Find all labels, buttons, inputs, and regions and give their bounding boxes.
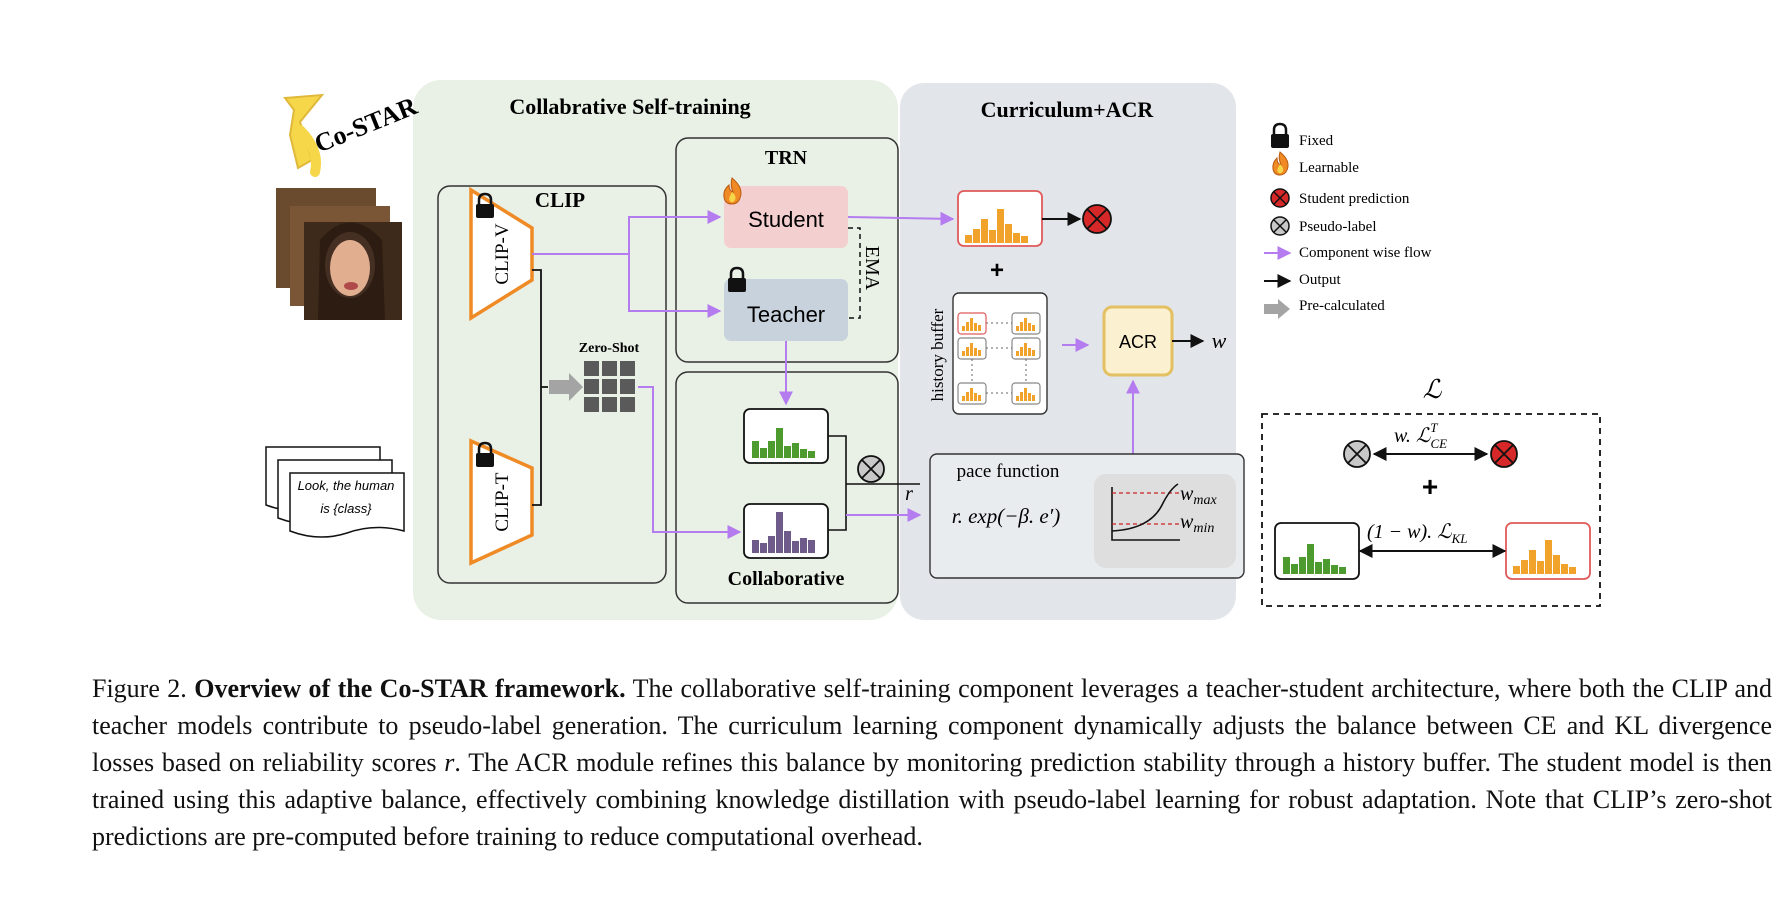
zero-shot-grid [584, 361, 635, 412]
legend-component-flow: Component wise flow [1299, 245, 1432, 261]
caption-body-2: . The ACR module refines this balance by… [92, 748, 1773, 851]
w-output-label: w [1212, 328, 1227, 353]
loss-symbol: ℒ [1423, 375, 1443, 404]
legend-learnable: Learnable [1299, 160, 1359, 176]
history-buffer-label: history buffer [928, 308, 947, 401]
clip-box [437, 185, 667, 584]
lock-icon [476, 192, 494, 218]
teacher-label: Teacher [747, 302, 825, 327]
plus-sign: + [990, 257, 1004, 284]
logo-text: Co-STAR [310, 91, 421, 158]
caption-body-1: The collaborative self-training componen… [92, 674, 1773, 777]
clip-v-label: CLIP-V [492, 223, 513, 285]
collaborative-label: Collaborative [728, 568, 845, 590]
caption-prefix: Figure 2. [92, 674, 187, 703]
legend-student-prediction: Student prediction [1299, 191, 1410, 207]
r-label: r [905, 483, 913, 505]
acr-label: ACR [1119, 332, 1157, 352]
history-buffer-cells [957, 312, 1041, 405]
pseudo-label-icon [1270, 216, 1290, 236]
flame-icon [1272, 151, 1289, 176]
clip-v-encoder [469, 186, 534, 322]
loss-plus-sign: + [1422, 471, 1438, 502]
student-prediction-node [1490, 440, 1518, 468]
pace-plot-bg [1094, 474, 1236, 568]
kl-loss-term: (1 − w). ℒKL [1367, 521, 1467, 546]
student-prediction-icon [1270, 188, 1290, 208]
student-prediction-node [1082, 204, 1112, 234]
pace-formula: r. exp(−β. e′) [952, 504, 1061, 528]
loss-student-bars [1513, 540, 1576, 574]
curriculum-panel-title: Curriculum+ACR [981, 97, 1155, 122]
prompt-text-line2: is {class} [320, 501, 372, 516]
caption-r: r [444, 748, 455, 777]
input-image-stack [276, 188, 402, 320]
legend-pseudo-label: Pseudo-label [1299, 219, 1376, 235]
collab-combine-bracket [828, 435, 920, 531]
cross-circle-icon [857, 455, 885, 483]
loss-teacher-bars [1283, 544, 1346, 574]
caption-lead: Overview of the Co-STAR framework. [194, 674, 626, 703]
ema-label: EMA [861, 246, 883, 291]
ema-connector [848, 227, 861, 319]
w-min-label: wmin [1180, 511, 1214, 536]
loss-box [1261, 413, 1601, 607]
clip-pred-bars [752, 512, 815, 553]
lock-icon [728, 266, 746, 292]
figure-caption: Figure 2. Overview of the Co-STAR framew… [92, 670, 1772, 855]
teacher-pred-bars [752, 428, 815, 458]
clip-t-encoder [469, 438, 534, 566]
prompt-text-line1: Look, the human [298, 478, 395, 493]
w-max-label: wmax [1180, 483, 1217, 508]
legend-fixed: Fixed [1299, 133, 1334, 149]
pseudo-label-node [1343, 440, 1371, 468]
encoder-bracket [532, 269, 548, 506]
pre-calculated-arrow [549, 373, 583, 401]
student-pred-bars [965, 209, 1028, 243]
pace-plot [1111, 483, 1180, 541]
student-label: Student [748, 207, 824, 232]
legend-pre-calculated: Pre-calculated [1299, 298, 1385, 314]
clip-t-label: CLIP-T [492, 472, 513, 532]
framework-figure: Collabrative Self-training Curriculum+AC… [265, 80, 1601, 620]
legend: Fixed Learnable Student prediction Pseud… [1264, 122, 1432, 319]
clip-box-title: CLIP [535, 188, 585, 212]
zero-shot-label: Zero-Shot [579, 341, 640, 356]
flame-icon [723, 177, 742, 205]
legend-output: Output [1299, 272, 1342, 288]
star-logo-icon [283, 93, 325, 177]
text-prompt-stack: Look, the human is {class} [265, 446, 405, 538]
teacher-box [724, 279, 848, 341]
collab-panel-title: Collabrative Self-training [509, 94, 750, 119]
trn-title: TRN [765, 147, 808, 169]
component-flow-arrows [532, 210, 1140, 539]
pace-function-title: pace function [957, 461, 1060, 482]
student-box [724, 186, 848, 248]
legend-precalc-arrow [1264, 299, 1290, 319]
lock-icon [476, 441, 494, 467]
lock-icon [1271, 122, 1289, 148]
